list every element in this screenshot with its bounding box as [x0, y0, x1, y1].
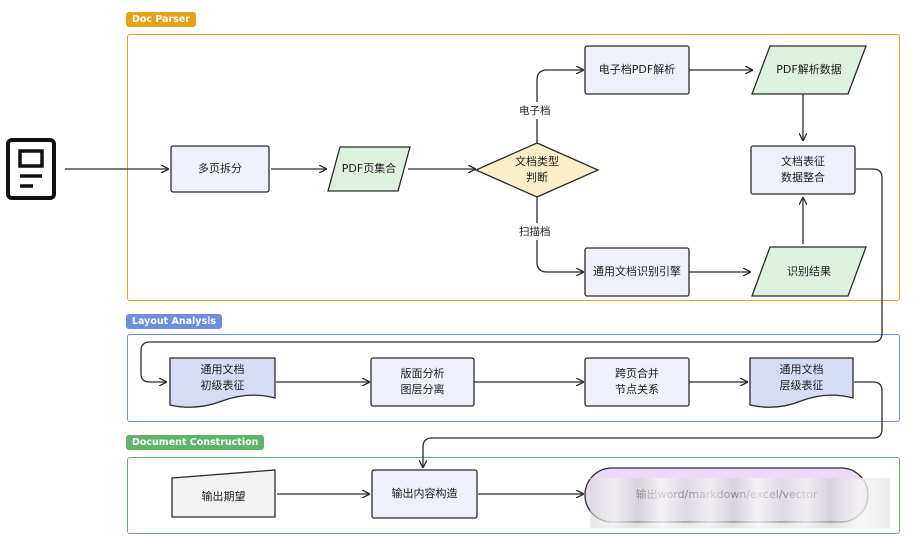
- edge-judge-to-ocr: [536, 196, 583, 272]
- edge-label-scanned: 扫描档: [517, 223, 553, 240]
- document-construction-tag: Document Construction: [126, 435, 265, 450]
- node-ocr-engine: [584, 247, 690, 297]
- node-pdf-parse-data: [751, 45, 867, 95]
- doc-parser-tag: Doc Parser: [126, 12, 196, 27]
- node-e-doc-pdf-parse: [584, 45, 690, 95]
- edge-hierarchy-to-build: [423, 381, 883, 467]
- node-pdf-page-set: [327, 146, 411, 192]
- layout-analysis-section: [127, 334, 900, 422]
- node-multi-page-split: [170, 145, 270, 193]
- node-output-expect: [171, 469, 276, 518]
- node-doc-feature-merge: [750, 145, 856, 195]
- node-cross-page-merge: [584, 357, 690, 407]
- edge-label-electronic: 电子档: [517, 102, 553, 119]
- node-output-build: [371, 469, 478, 519]
- document-construction-section: [127, 457, 900, 534]
- node-layout-split: [370, 357, 475, 407]
- layout-analysis-tag: Layout Analysis: [126, 314, 223, 329]
- edges: [65, 70, 883, 494]
- node-ocr-result: [751, 246, 867, 297]
- node-primary-feature: [169, 357, 276, 408]
- blur-overlay: [590, 478, 890, 528]
- edge-judge-to-epdf: [536, 70, 583, 144]
- node-doc-type-judge: [474, 142, 600, 198]
- document-icon: [6, 138, 56, 200]
- node-hierarchy-feature: [749, 357, 854, 408]
- doc-parser-section: [127, 34, 900, 301]
- edge-merge-to-primary: [140, 168, 883, 382]
